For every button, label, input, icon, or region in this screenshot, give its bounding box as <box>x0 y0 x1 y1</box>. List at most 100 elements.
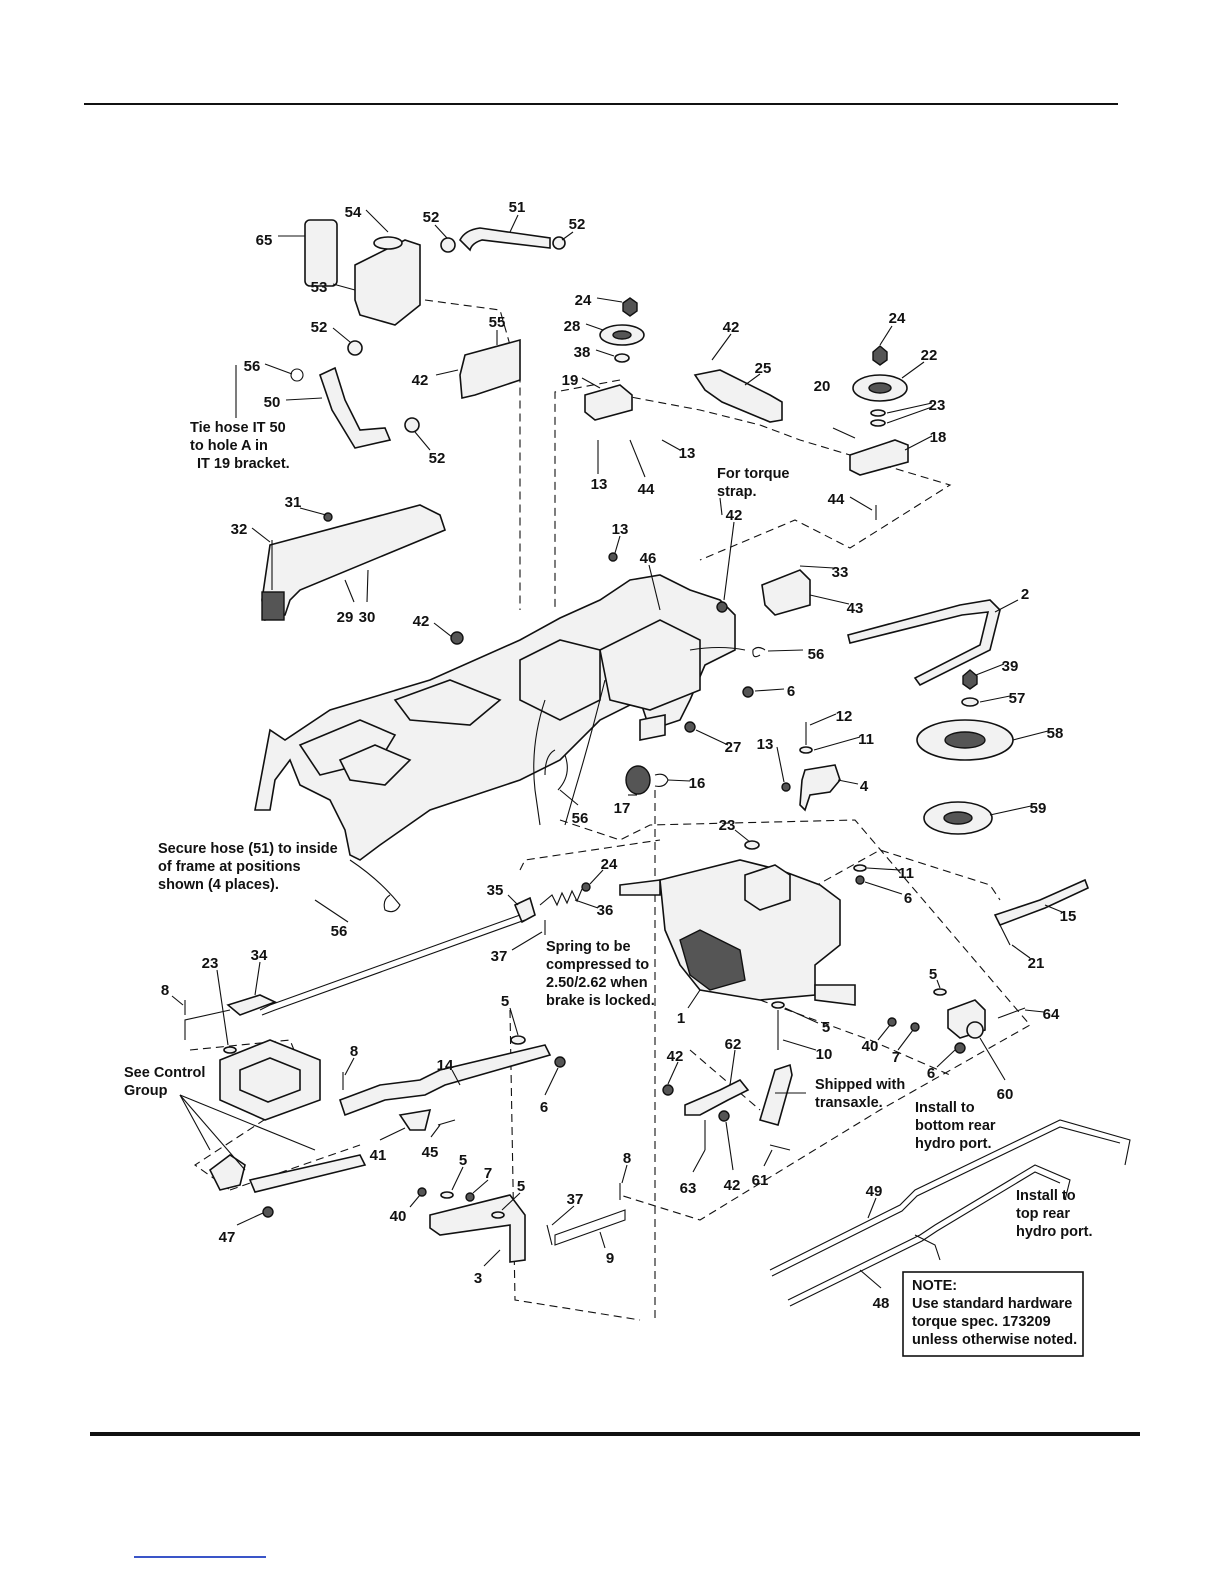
callout-13: 13 <box>757 736 774 753</box>
callout-5: 5 <box>501 993 509 1010</box>
callout-5: 5 <box>929 966 937 983</box>
nut-6a <box>742 686 754 698</box>
callout-63: 63 <box>680 1180 697 1197</box>
callout-24: 24 <box>889 310 906 327</box>
note-line: unless otherwise noted. <box>912 1332 1077 1348</box>
callout-leaders <box>171 209 1063 1289</box>
callout-2: 2 <box>1021 586 1029 603</box>
fuel-hose-51 <box>459 227 551 252</box>
callout-7: 7 <box>892 1049 900 1066</box>
nut-24c <box>581 882 591 892</box>
note-secure-hose: Secure hose (51) to inside of frame at p… <box>158 841 338 893</box>
callout-52: 52 <box>311 319 328 336</box>
washer-5 <box>771 1001 785 1009</box>
note-line: hydro port. <box>1016 1224 1093 1240</box>
axle-left <box>619 879 661 896</box>
plate-29-30 <box>261 504 446 621</box>
callout-42: 42 <box>723 319 740 336</box>
callout-49: 49 <box>866 1183 883 1200</box>
hydro-line-49a <box>769 1119 1131 1271</box>
washer-5d <box>491 1211 505 1219</box>
hydro-line-48a <box>787 1164 1071 1301</box>
callout-16: 16 <box>689 775 706 792</box>
spring-36 <box>539 888 583 907</box>
nut-7a <box>465 1192 475 1202</box>
callout-6: 6 <box>904 890 912 907</box>
callout-56: 56 <box>808 646 825 663</box>
bracket-lower <box>639 714 666 741</box>
footer-link-underline[interactable] <box>134 1556 266 1558</box>
note-torque-strap: For torque strap. <box>717 466 790 500</box>
callout-37: 37 <box>567 1191 584 1208</box>
callout-11: 11 <box>898 865 914 882</box>
note-line: brake is locked. <box>546 993 655 1009</box>
callout-56: 56 <box>572 810 589 827</box>
callout-42: 42 <box>413 613 430 630</box>
callout-47: 47 <box>219 1229 236 1246</box>
note-line: Shipped with <box>815 1077 905 1093</box>
nut-42b <box>716 601 728 613</box>
callout-24: 24 <box>601 856 618 873</box>
note-line: strap. <box>717 484 757 500</box>
tie-56a <box>290 368 304 382</box>
callout-56: 56 <box>331 923 348 940</box>
note-line: For torque <box>717 466 790 482</box>
washer-5e <box>933 988 947 996</box>
hose-clamp-52d <box>404 417 420 433</box>
callout-23: 23 <box>719 817 736 834</box>
washer-57 <box>961 697 979 707</box>
nut-39 <box>962 669 978 690</box>
callout-36: 36 <box>597 902 614 919</box>
rod-34a <box>259 914 521 1011</box>
bolt-40a <box>417 1187 427 1197</box>
bushing-17 <box>625 765 651 795</box>
screw-13d <box>781 782 791 792</box>
frame-group <box>254 552 811 913</box>
note-line: 2.50/2.62 when <box>546 975 648 991</box>
callout-59: 59 <box>1030 800 1047 817</box>
clip-16 <box>654 773 669 787</box>
footrest-group <box>261 504 446 621</box>
callout-35: 35 <box>487 882 504 899</box>
callout-56: 56 <box>244 358 261 375</box>
note-control-group: See Control Group <box>124 1065 205 1099</box>
callout-44: 44 <box>828 491 845 508</box>
callout-32: 32 <box>231 521 248 538</box>
callout-12: 12 <box>836 708 853 725</box>
callout-25: 25 <box>755 360 772 377</box>
bushing-60 <box>966 1021 984 1039</box>
block-35 <box>513 896 536 924</box>
hydro-lines-group <box>769 1119 1131 1307</box>
callout-13: 13 <box>612 521 629 538</box>
callout-4: 4 <box>860 778 869 795</box>
callout-20: 20 <box>814 378 831 395</box>
washer-23d <box>223 1046 237 1054</box>
rod-9 <box>554 1209 626 1246</box>
callout-34: 34 <box>251 947 268 964</box>
fuel-cap-54 <box>373 236 403 250</box>
note-line: Spring to be <box>546 939 631 955</box>
callout-6: 6 <box>787 683 795 700</box>
callout-14: 14 <box>437 1057 454 1074</box>
callout-38: 38 <box>574 344 591 361</box>
washer-11b <box>853 864 867 872</box>
callout-13: 13 <box>591 476 608 493</box>
pin-37b <box>546 1224 553 1246</box>
nut-42e <box>718 1110 730 1122</box>
callout-24: 24 <box>575 292 592 309</box>
nut-24b <box>872 345 888 366</box>
washer-23c <box>744 840 760 850</box>
frame-rear-plate <box>599 619 701 711</box>
bracket-55 <box>459 338 521 399</box>
callout-8: 8 <box>623 1150 631 1167</box>
washer-11a <box>799 746 813 754</box>
note-line: IT 19 bracket. <box>197 456 290 472</box>
nut-47 <box>262 1206 274 1218</box>
bracket-18 <box>849 439 909 476</box>
washer-23b <box>870 419 886 427</box>
callout-29: 29 <box>337 609 354 626</box>
pedal-arm <box>248 1154 367 1193</box>
callout-5: 5 <box>822 1019 830 1036</box>
nut-42d <box>662 1084 674 1096</box>
